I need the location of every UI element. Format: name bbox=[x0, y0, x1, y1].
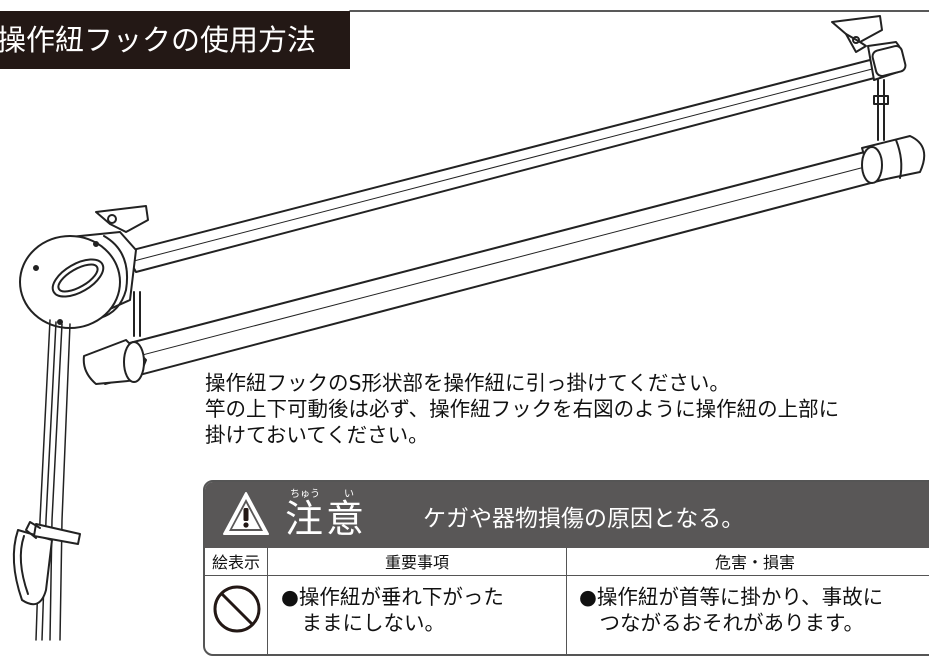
important-line-2: ままにしない。 bbox=[281, 611, 445, 635]
header-important: 重要事項 bbox=[384, 553, 449, 572]
caution-word: 注意 bbox=[285, 497, 368, 541]
instructions: 操作紐フックのS形状部を操作紐に引っ掛けてください。 竿の上下可動後は必ず、操作… bbox=[205, 370, 929, 448]
page-title: 操作紐フックの使用方法 bbox=[0, 11, 350, 69]
header-icon: 絵表示 bbox=[211, 553, 260, 572]
column-divider bbox=[566, 548, 567, 654]
caution-box: ちゅう い 注意 ケガや器物損傷の原因となる。 絵表示 重要事項 危害・損害 ●… bbox=[203, 480, 929, 656]
hazard-line-2: つながるおそれがあります。 bbox=[579, 611, 864, 635]
important-line-1: ●操作紐が垂れ下がった bbox=[281, 585, 504, 609]
caution-header: ちゅう い 注意 ケガや器物損傷の原因となる。 bbox=[205, 482, 929, 548]
prohibited-icon bbox=[213, 585, 261, 633]
header-hazard: 危害・損害 bbox=[714, 553, 795, 572]
instruction-line: 掛けておいてください。 bbox=[205, 423, 429, 447]
column-divider bbox=[267, 548, 268, 654]
instruction-line: 竿の上下可動後は必ず、操作紐フックを右図のように操作紐の上部に bbox=[205, 397, 840, 421]
hazard-line-1: ●操作紐が首等に掛かり、事故に bbox=[579, 585, 884, 609]
warning-triangle-icon bbox=[223, 492, 269, 535]
ruby-i: い bbox=[344, 489, 354, 500]
instruction-line: 操作紐フックのS形状部を操作紐に引っ掛けてください。 bbox=[205, 371, 730, 395]
ruby-chuu: ちゅう bbox=[290, 489, 320, 500]
caution-description: ケガや器物損傷の原因となる。 bbox=[423, 506, 745, 532]
table-divider bbox=[205, 575, 929, 576]
caution-ruby: ちゅう い bbox=[288, 485, 378, 500]
